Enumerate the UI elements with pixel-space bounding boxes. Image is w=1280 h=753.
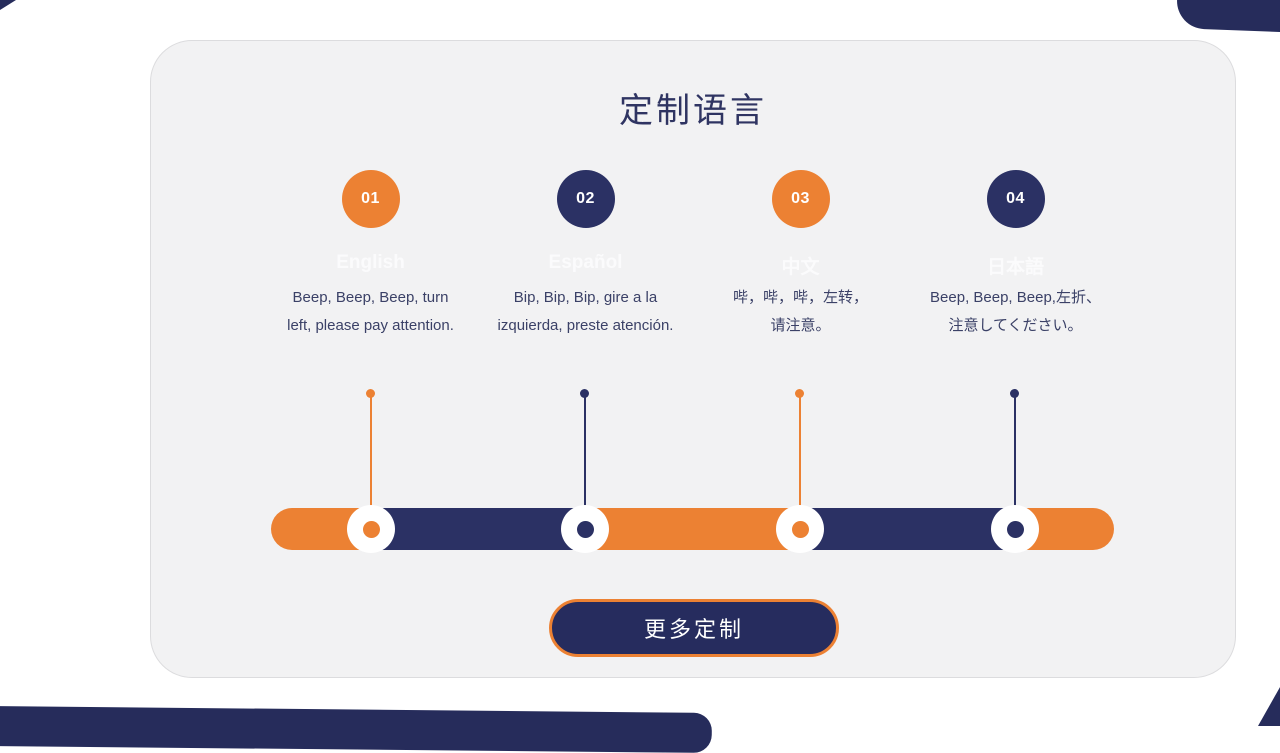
- timeline-stem: [584, 394, 586, 529]
- step-language-label: Español: [548, 252, 623, 273]
- step-number: 01: [361, 190, 380, 207]
- step-description-line: Beep, Beep, Beep,左折、: [930, 289, 1101, 306]
- top-left-corner-accent: [0, 0, 16, 10]
- timeline-node-dot: [362, 520, 380, 538]
- section-title: 定制语言: [619, 92, 767, 130]
- step-language-label: English: [336, 252, 405, 273]
- timeline-node: [561, 505, 609, 553]
- timeline-node: [347, 505, 395, 553]
- step-item-chinese: 03 中文 哔，哔，哔，左转， 请注意。: [693, 170, 908, 340]
- step-description: Beep, Beep, Beep, turn left, please pay …: [263, 284, 478, 340]
- step-description-line: Bip, Bip, Bip, gire a la: [513, 289, 658, 306]
- timeline-bar: [271, 508, 1114, 550]
- step-number: 02: [576, 190, 595, 207]
- timeline-dot: [1010, 389, 1019, 398]
- timeline-navy-segment: [800, 508, 1015, 550]
- bottom-right-corner-accent: [1258, 680, 1280, 726]
- step-number-badge: 04: [986, 170, 1045, 228]
- language-customization-card: 定制语言 01 English Beep, Beep, Beep, turn l…: [150, 40, 1236, 678]
- timeline-navy-segment: [371, 508, 585, 550]
- timeline-node-dot: [576, 520, 594, 538]
- timeline-stem: [370, 394, 372, 529]
- step-description-line: 请注意。: [770, 317, 831, 334]
- timeline-stem: [799, 394, 801, 529]
- timeline-dot: [795, 389, 804, 398]
- timeline-node: [991, 505, 1039, 553]
- step-item-english: 01 English Beep, Beep, Beep, turn left, …: [263, 170, 478, 340]
- step-description-line: Beep, Beep, Beep, turn: [292, 289, 449, 306]
- timeline-node: [776, 505, 824, 553]
- step-number: 04: [1006, 190, 1025, 207]
- timeline-dot: [580, 389, 589, 398]
- step-language-label: 日本語: [986, 257, 1044, 278]
- top-right-corner-accent: [1176, 0, 1280, 33]
- step-item-japanese: 04 日本語 Beep, Beep, Beep,左折、 注意してください。: [908, 170, 1123, 340]
- more-customization-button[interactable]: 更多定制: [549, 599, 839, 657]
- step-description: Beep, Beep, Beep,左折、 注意してください。: [908, 284, 1123, 340]
- timeline-dot: [366, 389, 375, 398]
- more-customization-button-label: 更多定制: [643, 617, 744, 642]
- step-number-badge: 02: [556, 170, 615, 228]
- bottom-edge-accent-bar: [0, 706, 712, 753]
- step-number-badge: 03: [771, 170, 830, 228]
- step-number: 03: [791, 190, 810, 207]
- step-description-line: 注意してください。: [948, 317, 1083, 334]
- timeline-node-dot: [791, 520, 809, 538]
- step-description: Bip, Bip, Bip, gire a la izquierda, pres…: [478, 284, 693, 340]
- step-description-line: left, please pay attention.: [287, 317, 454, 334]
- steps-row: 01 English Beep, Beep, Beep, turn left, …: [263, 170, 1123, 340]
- step-language-label: 中文: [781, 257, 820, 278]
- step-description: 哔，哔，哔，左转， 请注意。: [693, 284, 908, 340]
- step-item-spanish: 02 Español Bip, Bip, Bip, gire a la izqu…: [478, 170, 693, 340]
- step-number-badge: 01: [341, 170, 400, 228]
- step-description-line: 哔，哔，哔，左转，: [732, 289, 868, 306]
- timeline-node-dot: [1006, 520, 1024, 538]
- timeline-stem: [1014, 394, 1016, 529]
- step-description-line: izquierda, preste atención.: [497, 317, 674, 334]
